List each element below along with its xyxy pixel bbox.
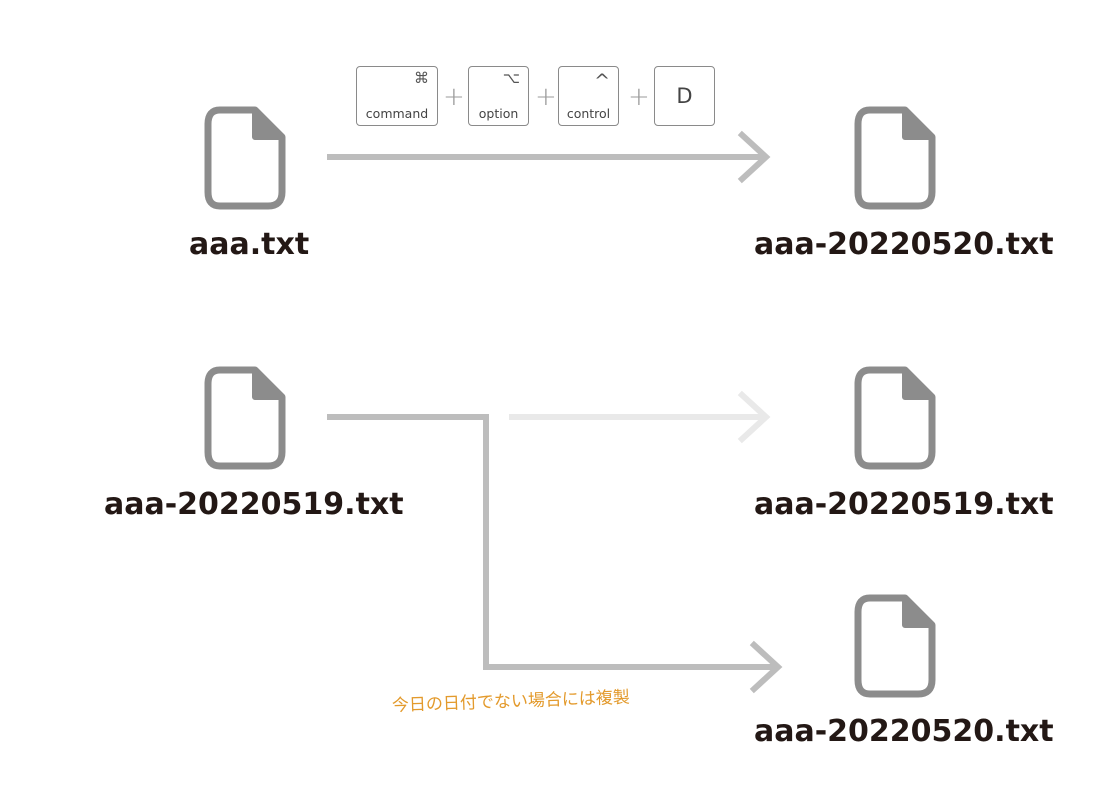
control-key: ^ control bbox=[558, 66, 619, 126]
control-key-label: control bbox=[566, 105, 611, 121]
bent-arrow bbox=[327, 414, 783, 694]
d-key: D bbox=[654, 66, 715, 126]
source-file-label-top: aaa.txt bbox=[189, 227, 310, 262]
command-key-label: command bbox=[365, 105, 429, 121]
source-file-icon-bottom bbox=[208, 370, 282, 466]
result-file-label-faded: aaa-20220519.txt bbox=[754, 487, 1054, 522]
plus-sign: + bbox=[535, 82, 557, 112]
result-file-icon-faded bbox=[858, 370, 932, 466]
result-file-icon-bottom bbox=[858, 598, 932, 694]
result-file-icon-top bbox=[858, 110, 932, 206]
option-key-label: option bbox=[478, 105, 519, 121]
result-file-label-bottom: aaa-20220520.txt bbox=[754, 714, 1054, 749]
result-file-label-top: aaa-20220520.txt bbox=[754, 227, 1054, 262]
top-arrow bbox=[327, 130, 771, 184]
command-symbol: ⌘ bbox=[414, 69, 429, 87]
command-key: ⌘ command bbox=[356, 66, 438, 126]
option-key: ⌥ option bbox=[468, 66, 529, 126]
plus-sign: + bbox=[628, 82, 650, 112]
option-symbol: ⌥ bbox=[502, 69, 520, 87]
source-file-icon-top bbox=[208, 110, 282, 206]
d-key-label: D bbox=[676, 84, 693, 108]
source-file-label-bottom: aaa-20220519.txt bbox=[104, 487, 404, 522]
plus-sign: + bbox=[443, 82, 465, 112]
control-symbol: ^ bbox=[594, 70, 610, 92]
faded-arrow bbox=[509, 390, 771, 444]
